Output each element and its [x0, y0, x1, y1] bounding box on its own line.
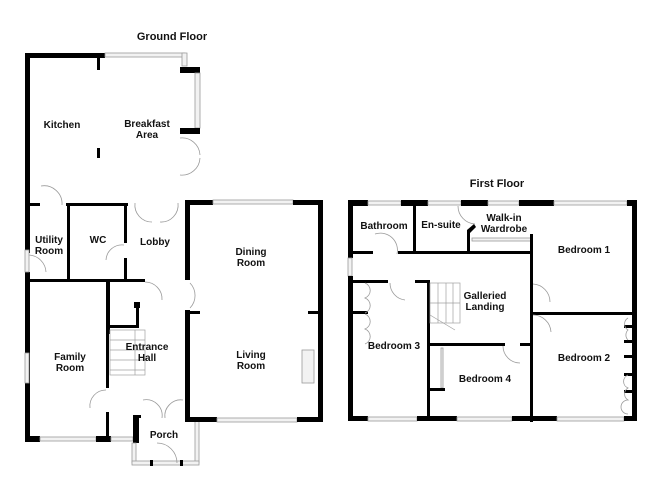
en-suite-label: En-suite [421, 220, 461, 231]
lobby-label: Lobby [140, 237, 170, 248]
bedroom-2-label: Bedroom 2 [558, 353, 611, 364]
first-floor-title: First Floor [470, 178, 525, 190]
bedroom-4-label: Bedroom 4 [459, 374, 512, 385]
bathroom-label: Bathroom [360, 221, 407, 232]
ground-floor-title: Ground Floor [137, 31, 208, 43]
first-floor-stairs [429, 282, 461, 331]
wc-label: WC [90, 235, 107, 246]
first-floor: First Floor [347, 178, 637, 422]
ground-floor-stairs [109, 329, 146, 376]
bedroom-1-label: Bedroom 1 [558, 245, 611, 256]
kitchen-label: Kitchen [44, 120, 81, 131]
porch-label: Porch [150, 430, 178, 441]
bedroom-3-label: Bedroom 3 [368, 341, 421, 352]
ground-floor: Ground Floor [24, 31, 323, 466]
